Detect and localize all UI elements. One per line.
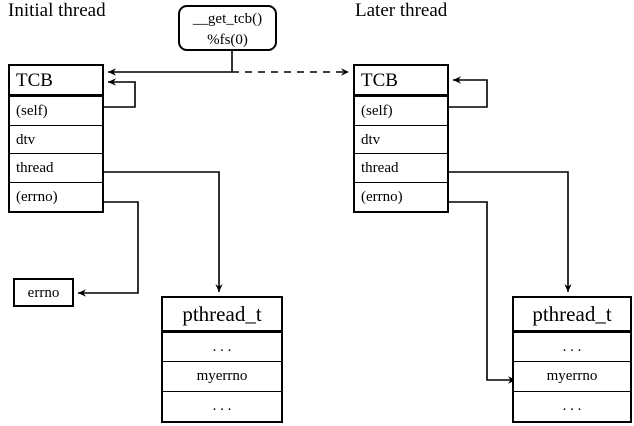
- tcb-initial-field-dtv: dtv: [10, 124, 102, 154]
- left-thread-to-pthread: [104, 171, 223, 292]
- get-tcb-line2: %fs(0): [207, 32, 248, 48]
- tcb-initial-field-thread: thread: [10, 153, 102, 182]
- pthread-later-title: pthread_t: [514, 298, 630, 332]
- pthread-initial-field-ellipsis-bottom: . . .: [163, 391, 281, 421]
- tcb-initial-title: TCB: [10, 66, 102, 96]
- pthread-initial-title: pthread_t: [163, 298, 281, 332]
- tcb-later-field-errno: (errno): [355, 182, 447, 211]
- tcb-struct-later: TCB (self) dtv thread (errno): [353, 64, 449, 213]
- tcb-later-field-thread: thread: [355, 153, 447, 182]
- pthread-initial-field-myerrno: myerrno: [163, 361, 281, 391]
- tcb-later-field-dtv: dtv: [355, 124, 447, 154]
- get-tcb-accessor-box: __get_tcb() %fs(0): [178, 5, 277, 51]
- get-tcb-line1: __get_tcb(): [192, 11, 263, 27]
- left-errno-to-errno-box: [78, 201, 139, 297]
- pthread-struct-later: pthread_t . . . myerrno . . .: [512, 296, 632, 423]
- tcb-initial-field-errno: (errno): [10, 182, 102, 211]
- heading-initial-thread: Initial thread: [8, 0, 106, 21]
- right-errno-to-myerrno: [449, 201, 516, 384]
- pthread-later-field-ellipsis-top: . . .: [514, 331, 630, 362]
- pthread-initial-field-ellipsis-top: . . .: [163, 331, 281, 362]
- tcb-later-field-self: (self): [355, 95, 447, 125]
- left-self-loop: [104, 78, 136, 108]
- errno-variable-box: errno: [13, 278, 74, 307]
- tcb-struct-initial: TCB (self) dtv thread (errno): [8, 64, 104, 213]
- heading-later-thread: Later thread: [355, 0, 448, 21]
- pthread-later-field-ellipsis-bottom: . . .: [514, 391, 630, 421]
- pthread-later-field-myerrno: myerrno: [514, 361, 630, 391]
- tcb-initial-field-self: (self): [10, 95, 102, 125]
- right-thread-to-pthread: [449, 171, 572, 292]
- right-self-loop: [449, 76, 488, 108]
- pthread-struct-initial: pthread_t . . . myerrno . . .: [161, 296, 283, 423]
- tcb-later-title: TCB: [355, 66, 447, 96]
